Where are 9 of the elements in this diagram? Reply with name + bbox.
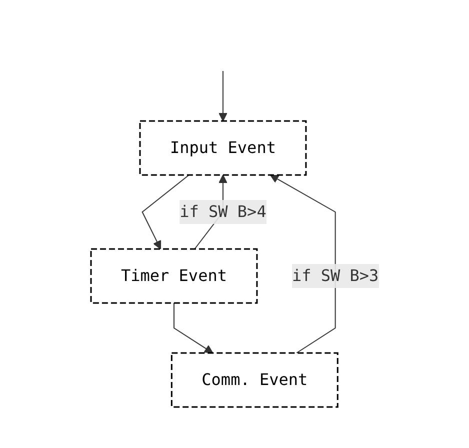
node-box: Timer Event [90,248,258,304]
arrow [141,174,190,250]
edge-label: if SW B>4 [179,202,266,221]
arrow [173,302,213,354]
node-box: Input Event [138,120,306,176]
arrow [218,70,228,122]
edge-label: if SW B>3 [292,266,378,285]
node-box: Comm. Event [170,352,338,408]
arrow [270,174,336,354]
